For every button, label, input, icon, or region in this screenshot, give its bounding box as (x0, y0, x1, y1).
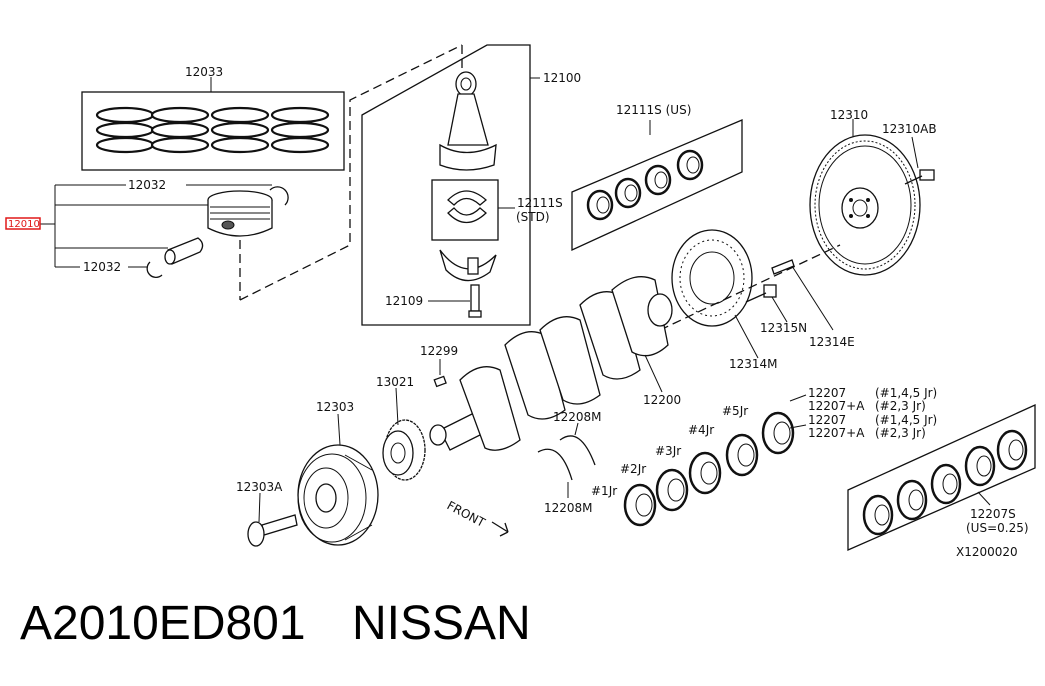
label-13021: 13021 (376, 375, 414, 389)
ring-stack-4 (270, 106, 330, 154)
label-12207-b: 12207 (808, 413, 846, 427)
rod-bearing-box (431, 179, 515, 241)
rod-bearing[interactable] (447, 190, 487, 224)
main-bearing-4 (725, 433, 759, 477)
label-12314e: 12314E (809, 335, 855, 349)
label-12310: 12310 (830, 108, 868, 122)
label-12314m: 12314M (729, 357, 778, 371)
thrust-washer-top[interactable] (559, 435, 596, 466)
woodruff-key[interactable] (433, 375, 447, 388)
label-4jr: #4Jr (688, 423, 714, 437)
piston[interactable] (207, 190, 273, 300)
main-bearing-1 (623, 483, 657, 527)
flywheel[interactable] (809, 134, 921, 276)
label-12100: 12100 (543, 71, 581, 85)
ring-stack-1 (95, 106, 155, 154)
main-bearing-2 (655, 468, 689, 512)
main-bearing-3 (688, 451, 722, 495)
ring-stack-2 (150, 106, 210, 154)
svg-text:FRONT: FRONT (445, 498, 488, 530)
label-3jr: #3Jr (655, 444, 681, 458)
label-12200: 12200 (643, 393, 681, 407)
label-12299: 12299 (420, 344, 458, 358)
label-12303a: 12303A (236, 480, 283, 494)
rod-bearing-shell-us-2 (614, 177, 642, 209)
drive-plate[interactable] (671, 229, 753, 327)
crankshaft[interactable] (429, 276, 673, 451)
ring-stack-3 (210, 106, 270, 154)
label-12207-a-note: (#1,4,5 Jr) (875, 386, 937, 400)
label-12207pa-a-note: (#2,3 Jr) (875, 399, 926, 413)
diagram-id: X1200020 (956, 545, 1018, 559)
bearing-set-us-box[interactable] (571, 119, 743, 252)
rod-bearing-shell-us-4 (676, 149, 704, 181)
label-12303: 12303 (316, 400, 354, 414)
crank-pulley[interactable] (297, 444, 379, 546)
dashed-frame (239, 44, 463, 301)
label-12207-a: 12207 (808, 386, 846, 400)
label-12207pa-b: 12207+A (808, 426, 865, 440)
label-2jr: #2Jr (620, 462, 646, 476)
bolt-12315n[interactable] (745, 284, 777, 303)
piston-ring-set[interactable] (81, 77, 345, 171)
label-12109: 12109 (385, 294, 423, 308)
main-bearings[interactable] (623, 411, 795, 527)
connecting-rod[interactable] (439, 71, 497, 171)
label-1jr: #1Jr (591, 484, 617, 498)
label-12315n: 12315N (760, 321, 807, 335)
dowel-12314e[interactable] (771, 259, 795, 275)
pulley-bolt[interactable] (247, 514, 298, 547)
piston-pin[interactable] (164, 237, 204, 265)
main-bearing-set-us-box[interactable] (847, 403, 1036, 551)
main-bearing-shell-us-5 (996, 429, 1028, 471)
crank-sprocket[interactable] (382, 419, 426, 481)
label-12207-b-note: (#1,4,5 Jr) (875, 413, 937, 427)
thrust-washer-bottom[interactable] (537, 448, 573, 481)
label-12208m-top: 12208M (553, 410, 602, 424)
footer-brand: NISSAN (352, 597, 531, 650)
snap-ring-top[interactable] (269, 186, 289, 206)
flywheel-bolt[interactable] (904, 169, 935, 185)
rod-bearing-shell-us-3 (644, 164, 672, 196)
footer-part-number: A2010ED801 (20, 597, 306, 650)
label-12111s-std: 12111S (517, 196, 563, 210)
label-12111s-us: 12111S (US) (616, 103, 691, 117)
label-12207s-sub: (US=0.25) (966, 521, 1029, 535)
label-12207pa-b-note: (#2,3 Jr) (875, 426, 926, 440)
label-12207s: 12207S (970, 507, 1016, 521)
highlight-12010-tag[interactable]: 12010 (5, 217, 41, 230)
label-5jr: #5Jr (722, 404, 748, 418)
main-bearing-shell-us-3 (930, 463, 962, 505)
front-arrow: FRONT (445, 498, 509, 537)
main-bearing-5 (761, 411, 795, 455)
label-12032-bottom: 12032 (83, 260, 121, 274)
label-12310ab: 12310AB (882, 122, 937, 136)
piston-bracket-lines (40, 184, 272, 268)
connecting-rod-box (361, 44, 540, 326)
label-12208m-bottom: 12208M (544, 501, 593, 515)
main-bearing-shell-us-2 (896, 479, 928, 521)
main-bearing-shell-us-4 (964, 445, 996, 487)
main-bearing-shell-us-1 (862, 494, 894, 536)
rod-bolt[interactable] (468, 284, 482, 318)
label-12033: 12033 (185, 65, 223, 79)
label-12207pa-a: 12207+A (808, 399, 865, 413)
rod-bearing-shell-us-1 (586, 189, 614, 221)
label-12010: 12010 (8, 219, 40, 230)
snap-ring-bottom[interactable] (146, 261, 163, 278)
rod-cap[interactable] (439, 249, 497, 282)
label-12111s-std-sub: (STD) (516, 210, 550, 224)
label-12032-top: 12032 (128, 178, 166, 192)
